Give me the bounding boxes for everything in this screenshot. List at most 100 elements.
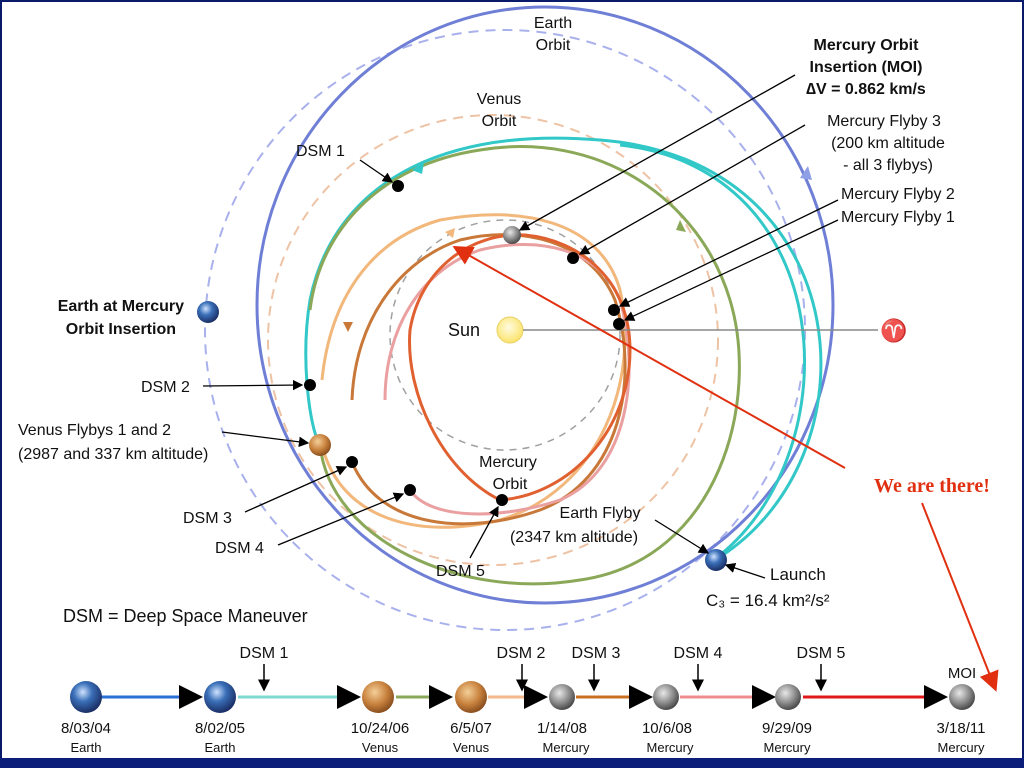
label-flyby3-3: - all 3 flybys) — [843, 157, 933, 174]
label-venus-flybys-1: Venus Flybys 1 and 2 — [18, 422, 171, 439]
trajectory-earth-earth — [255, 5, 835, 605]
leader-dsm5 — [469, 505, 499, 559]
label-mercury-orbit-2: Orbit — [493, 476, 528, 493]
dsm2-dot — [304, 379, 316, 391]
we-are-there-arrow-2 — [921, 502, 999, 692]
dsm4-dot — [404, 484, 416, 496]
dsm3-dot — [346, 456, 358, 468]
label-launch-2: C₃ = 16.4 km²/s² — [706, 591, 830, 610]
timeline-dsm3-label: DSM 3 — [572, 645, 621, 662]
timeline-body-7: Mercury — [764, 740, 811, 755]
timeline-body-3: Venus — [362, 740, 399, 755]
label-dsm3: DSM 3 — [183, 510, 232, 527]
label-moi-2: Insertion (MOI) — [810, 59, 923, 76]
label-dsm1: DSM 1 — [296, 143, 345, 160]
label-dsm5: DSM 5 — [436, 563, 485, 580]
label-we-are-there: We are there! — [874, 475, 990, 497]
label-moi-1: Mercury Orbit — [814, 37, 920, 54]
timeline-date-6: 10/6/08 — [642, 720, 692, 737]
timeline-body-4: Venus — [453, 740, 490, 755]
label-earth-flyby-2: (2347 km altitude) — [510, 529, 638, 546]
leader-dsm1 — [359, 159, 394, 183]
label-flyby1: Mercury Flyby 1 — [841, 209, 955, 226]
leader-flyby1 — [623, 219, 839, 321]
timeline-mercury-2-icon — [653, 684, 679, 710]
timeline-date-4: 6/5/07 — [450, 720, 492, 737]
label-launch-1: Launch — [770, 565, 826, 584]
timeline-date-3: 10/24/06 — [351, 720, 409, 737]
label-moi-3: ∆V = 0.862 km/s — [806, 81, 926, 98]
leader-flyby3 — [578, 124, 806, 255]
timeline-dsm2-label: DSM 2 — [497, 645, 546, 662]
timeline-body-1: Earth — [70, 740, 101, 755]
trajectory-brown — [350, 233, 627, 526]
flyby1-dot — [613, 318, 625, 330]
leader-launch — [724, 562, 766, 579]
label-venus-orbit-1: Venus — [477, 91, 521, 108]
timeline-dsm1-label: DSM 1 — [240, 645, 289, 662]
timeline-date-1: 8/03/04 — [61, 720, 111, 737]
label-dsm2: DSM 2 — [141, 379, 190, 396]
leader-moi — [518, 74, 796, 231]
leader-dsm4 — [277, 492, 405, 546]
bottom-bar — [0, 758, 1024, 768]
timeline-dsm4-label: DSM 4 — [674, 645, 723, 662]
dsm1-dot — [392, 180, 404, 192]
timeline-mercury-4-icon — [949, 684, 975, 710]
direction-arrow-green — [676, 220, 686, 232]
direction-arrow-orange — [445, 228, 455, 238]
timeline-venus-1-icon — [362, 681, 394, 713]
timeline-venus-2-icon — [455, 681, 487, 713]
timeline-body-6: Mercury — [647, 740, 694, 755]
label-earth-orbit-2: Orbit — [536, 37, 571, 54]
mercury-orbit — [389, 219, 621, 451]
timeline: DSM 1 DSM 2 DSM 3 DSM 4 DSM 5 MOI 8/03/0… — [61, 645, 985, 755]
leader-earth-flyby — [654, 519, 710, 554]
trajectory-green — [308, 145, 741, 586]
trajectory-cyan-2 — [619, 143, 807, 557]
timeline-date-7: 9/29/09 — [762, 720, 812, 737]
timeline-date-2: 8/02/05 — [195, 720, 245, 737]
trajectory-orange — [320, 213, 627, 529]
timeline-earth-1-icon — [70, 681, 102, 713]
label-earth-moi-2: Orbit Insertion — [66, 321, 176, 338]
earth-flyby-icon — [705, 549, 727, 571]
leader-dsm2 — [202, 379, 304, 391]
trajectory-red — [408, 233, 632, 502]
we-are-there-arrow-1 — [452, 246, 846, 469]
timeline-body-2: Earth — [204, 740, 235, 755]
dsm5-dot — [496, 494, 508, 506]
direction-arrow-brown — [343, 322, 353, 332]
label-earth-orbit-1: Earth — [534, 15, 572, 32]
timeline-mercury-1-icon — [549, 684, 575, 710]
trajectory-cyan — [304, 136, 823, 562]
timeline-earth-2-icon — [204, 681, 236, 713]
timeline-date-5: 1/14/08 — [537, 720, 587, 737]
timeline-body-8: Mercury — [938, 740, 985, 755]
label-aries: ♈ — [880, 318, 907, 343]
timeline-moi-label: MOI — [948, 665, 976, 682]
label-venus-flybys-2: (2987 and 337 km altitude) — [18, 446, 208, 463]
label-flyby3-1: Mercury Flyby 3 — [827, 113, 941, 130]
timeline-body-5: Mercury — [543, 740, 590, 755]
venus-flyby-icon — [309, 434, 331, 456]
label-sun: Sun — [448, 320, 480, 340]
flyby2-dot — [608, 304, 620, 316]
label-venus-orbit-2: Orbit — [482, 113, 517, 130]
flyby3-dot — [567, 252, 579, 264]
leader-venus-flybys — [221, 431, 310, 448]
sun-icon — [496, 316, 524, 344]
venus-orbit — [267, 114, 719, 566]
label-flyby2: Mercury Flyby 2 — [841, 186, 955, 203]
label-dsm4: DSM 4 — [215, 540, 264, 557]
timeline-mercury-3-icon — [775, 684, 801, 710]
leader-dsm3 — [244, 465, 348, 513]
label-mercury-orbit-1: Mercury — [479, 454, 537, 471]
label-earth-flyby-1: Earth Flyby — [560, 505, 641, 522]
timeline-date-8: 3/18/11 — [937, 720, 986, 737]
direction-arrow-cyan — [412, 162, 424, 174]
label-dsm-legend: DSM = Deep Space Maneuver — [63, 606, 308, 626]
